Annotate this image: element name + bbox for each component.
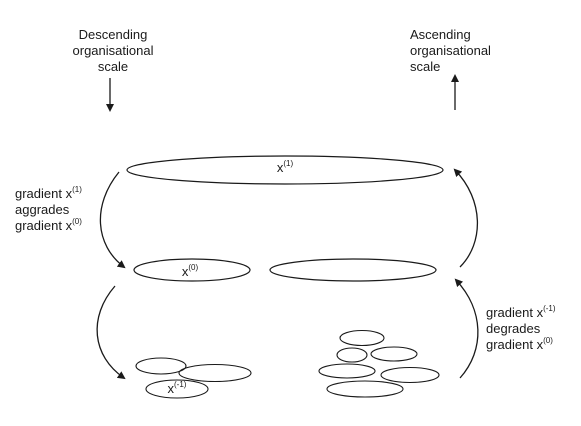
left-gradient-line-1: gradient x(1): [15, 184, 82, 201]
descending-scale-label: Descending organisational scale: [58, 27, 168, 75]
bottom-right-ellipse-5: [380, 366, 440, 384]
right-gradient-text: gradient x(-1) degrades gradient x(0): [486, 303, 578, 353]
descending-line-2: organisational: [72, 43, 154, 58]
ascending-line-1: Ascending: [410, 27, 471, 42]
bottom-right-ellipse-4: [318, 363, 376, 379]
curved-arrow-top-right-up: [453, 168, 479, 268]
ascending-line-2: organisational: [410, 43, 491, 58]
bottom-right-ellipse-3: [370, 346, 418, 362]
right-gradient-line-1: gradient x(-1): [486, 303, 556, 320]
descending-line-3: scale: [97, 59, 129, 74]
middle-left-ellipse-label: x(0): [181, 262, 199, 279]
curved-arrow-bottom-right-up: [454, 278, 479, 379]
left-gradient-text: gradient x(1) aggrades gradient x(0): [15, 184, 115, 234]
ascending-line-3: scale: [410, 59, 441, 74]
bottom-left-ellipse-3: [145, 379, 209, 399]
descending-line-1: Descending: [78, 27, 148, 42]
bottom-right-ellipse-6: [326, 380, 404, 398]
middle-left-ellipse: [133, 258, 251, 282]
right-gradient-line-2: degrades: [486, 321, 541, 336]
bottom-left-ellipse-2: [178, 363, 252, 383]
left-gradient-line-3: gradient x(0): [15, 216, 82, 233]
right-gradient-line-3: gradient x(0): [486, 335, 553, 352]
bottom-left-ellipse-label: x(-1): [167, 379, 187, 396]
bottom-left-ellipse-1: [135, 357, 187, 375]
ascending-scale-label: Ascending organisational scale: [410, 27, 520, 75]
left-gradient-line-2: aggrades: [15, 202, 70, 217]
top-ellipse: [126, 155, 444, 185]
middle-right-ellipse: [269, 258, 437, 282]
bottom-right-ellipse-1: [339, 329, 385, 347]
bottom-right-ellipse-2: [336, 347, 368, 363]
curved-arrow-bottom-left-down: [96, 285, 126, 380]
top-ellipse-label: x(1): [276, 158, 294, 175]
curved-arrow-top-left-down: [99, 171, 126, 269]
